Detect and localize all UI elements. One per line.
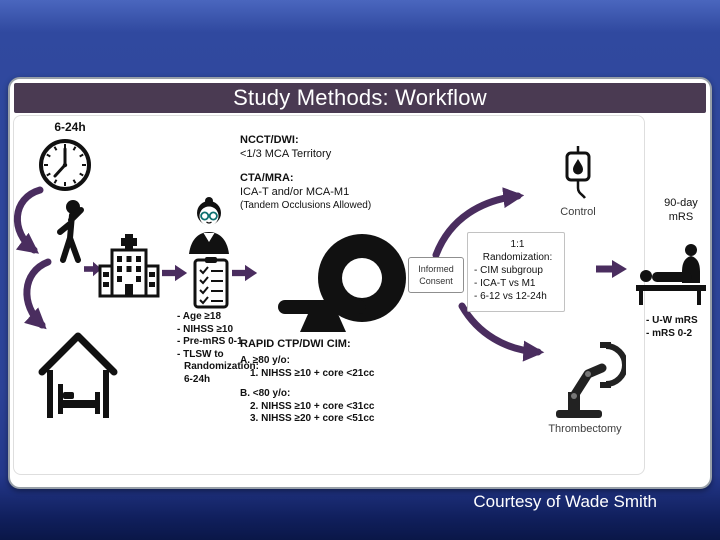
outcome-header-line2: mRS: [668, 211, 694, 223]
ct-scanner-icon: [278, 232, 414, 338]
page-title: Study Methods: Workflow: [14, 83, 706, 113]
rapid-item: 2. NIHSS ≥10 + core <31cc: [250, 400, 375, 412]
timeframe-label: 6-24h: [54, 120, 86, 134]
slide: Study Methods: Workflow 6-24h: [8, 77, 712, 489]
imaging-criteria-text: NCCT/DWI: <1/3 MCA Territory CTA/MRA: IC…: [240, 133, 435, 212]
rapid-group-b: B. <80 y/o:: [240, 388, 291, 399]
control-label: Control: [560, 206, 596, 218]
ncct-detail: <1/3 MCA Territory: [240, 148, 332, 160]
consent-line2: Consent: [419, 276, 453, 286]
nurse-icon: [186, 196, 232, 254]
criteria-line: 6-24h: [184, 373, 211, 385]
inclusion-criteria-text: - Age ≥18 - NIHSS ≥10 - Pre-mRS 0-1 - TL…: [177, 311, 277, 386]
rapid-item: 3. NIHSS ≥20 + core <51cc: [250, 413, 375, 424]
cta-detail: ICA-T and/or MCA-M1: [240, 186, 350, 198]
informed-consent-box: Informed Consent: [408, 257, 464, 293]
consent-line1: Informed: [418, 264, 454, 274]
hospital-icon: [98, 232, 160, 300]
cta-header: CTA/MRA:: [240, 172, 294, 184]
patient-icon: [48, 198, 94, 264]
randomization-ratio: 1:1: [510, 239, 525, 250]
cta-note: (Tandem Occlusions Allowed): [240, 200, 372, 211]
ncct-header: NCCT/DWI:: [240, 134, 299, 146]
title-text: Study Methods: Workflow: [233, 85, 487, 110]
courtesy-credit: Courtesy of Wade Smith: [473, 492, 657, 511]
checklist-icon: [193, 257, 229, 309]
outcome-items: - U-W mRS - mRS 0-2: [646, 315, 710, 340]
diagram-frame: [13, 115, 645, 475]
arrow-to-outcome: [596, 259, 628, 279]
thrombectomy-robot-icon: [538, 338, 626, 420]
randomization-item: - 6-12 vs 12-24h: [474, 291, 547, 302]
criteria-line: - Pre-mRS 0-1: [177, 336, 243, 347]
randomization-header: Randomization:: [482, 252, 553, 263]
criteria-line: - NIHSS ≥10: [177, 323, 234, 335]
rapid-item: 1. NIHSS ≥10 + core <21cc: [250, 367, 375, 379]
outcome-item: - U-W mRS: [646, 315, 698, 326]
randomization-box: 1:1 Randomization: - CIM subgroup - ICA-…: [467, 232, 565, 312]
criteria-line: - Age ≥18: [177, 311, 222, 322]
iv-drip-icon: [558, 146, 598, 202]
clock-icon: [38, 138, 92, 192]
criteria-line: - TLSW to: [177, 348, 224, 360]
outcome-header-line1: 90-day: [664, 197, 698, 209]
arrow-checklist-to-scanner: [232, 264, 258, 282]
outcome-header: 90-day mRS: [650, 196, 712, 224]
thrombectomy-label: Thrombectomy: [548, 423, 622, 435]
rapid-group-a: A. ≥80 y/o:: [240, 355, 290, 366]
arrow-person-to-hospital: [84, 261, 102, 277]
arrow-hospital-to-checklist: [162, 264, 188, 282]
randomization-item: - ICA-T vs M1: [474, 278, 536, 289]
randomization-item: - CIM subgroup: [474, 265, 543, 276]
outcome-item: - mRS 0-2: [646, 327, 693, 339]
rapid-title: RAPID CTP/DWI CIM:: [240, 338, 351, 350]
criteria-line: Randomization:: [184, 361, 259, 372]
rapid-criteria-text: RAPID CTP/DWI CIM: A. ≥80 y/o: 1. NIHSS …: [240, 337, 440, 426]
patient-bed-icon: [634, 242, 710, 308]
home-bed-icon: [38, 330, 118, 422]
